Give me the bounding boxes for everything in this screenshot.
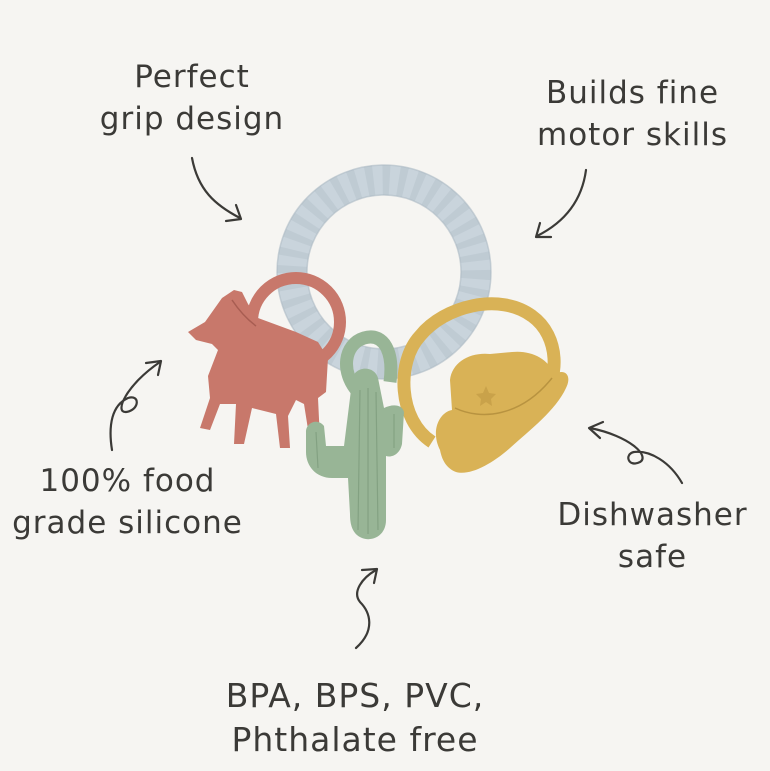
callout-dishwasher-safe: Dishwasher safe xyxy=(540,494,765,578)
arrow-bpa-icon xyxy=(354,567,379,650)
callout-food-line1: 100% food xyxy=(39,463,216,499)
callout-dish-line2: safe xyxy=(617,539,688,575)
horse-charm xyxy=(188,272,346,448)
callout-bpa-line2: Phthalate free xyxy=(231,720,479,759)
callout-dish-line1: Dishwasher xyxy=(557,497,748,533)
callout-motor-line1: Builds fine xyxy=(545,75,720,111)
callout-food-grade: 100% food grade silicone xyxy=(0,460,255,544)
arrow-motor-icon xyxy=(534,168,588,239)
callout-grip-line2: grip design xyxy=(99,101,285,137)
cactus-charm xyxy=(306,330,404,540)
callout-grip-line1: Perfect xyxy=(134,59,250,95)
callout-motor-line2: motor skills xyxy=(537,117,728,153)
callout-bpa-free: BPA, BPS, PVC, Phthalate free xyxy=(195,674,515,762)
callout-grip-design: Perfect grip design xyxy=(82,56,302,140)
arrow-grip-icon xyxy=(190,156,243,223)
arrow-dishwasher-icon xyxy=(587,420,684,485)
callout-motor-skills: Builds fine motor skills xyxy=(515,72,750,156)
arrow-food-icon xyxy=(109,359,163,452)
callout-bpa-line1: BPA, BPS, PVC, xyxy=(225,676,485,715)
callout-food-line2: grade silicone xyxy=(12,505,243,541)
cowboy-hat-charm xyxy=(397,297,569,473)
